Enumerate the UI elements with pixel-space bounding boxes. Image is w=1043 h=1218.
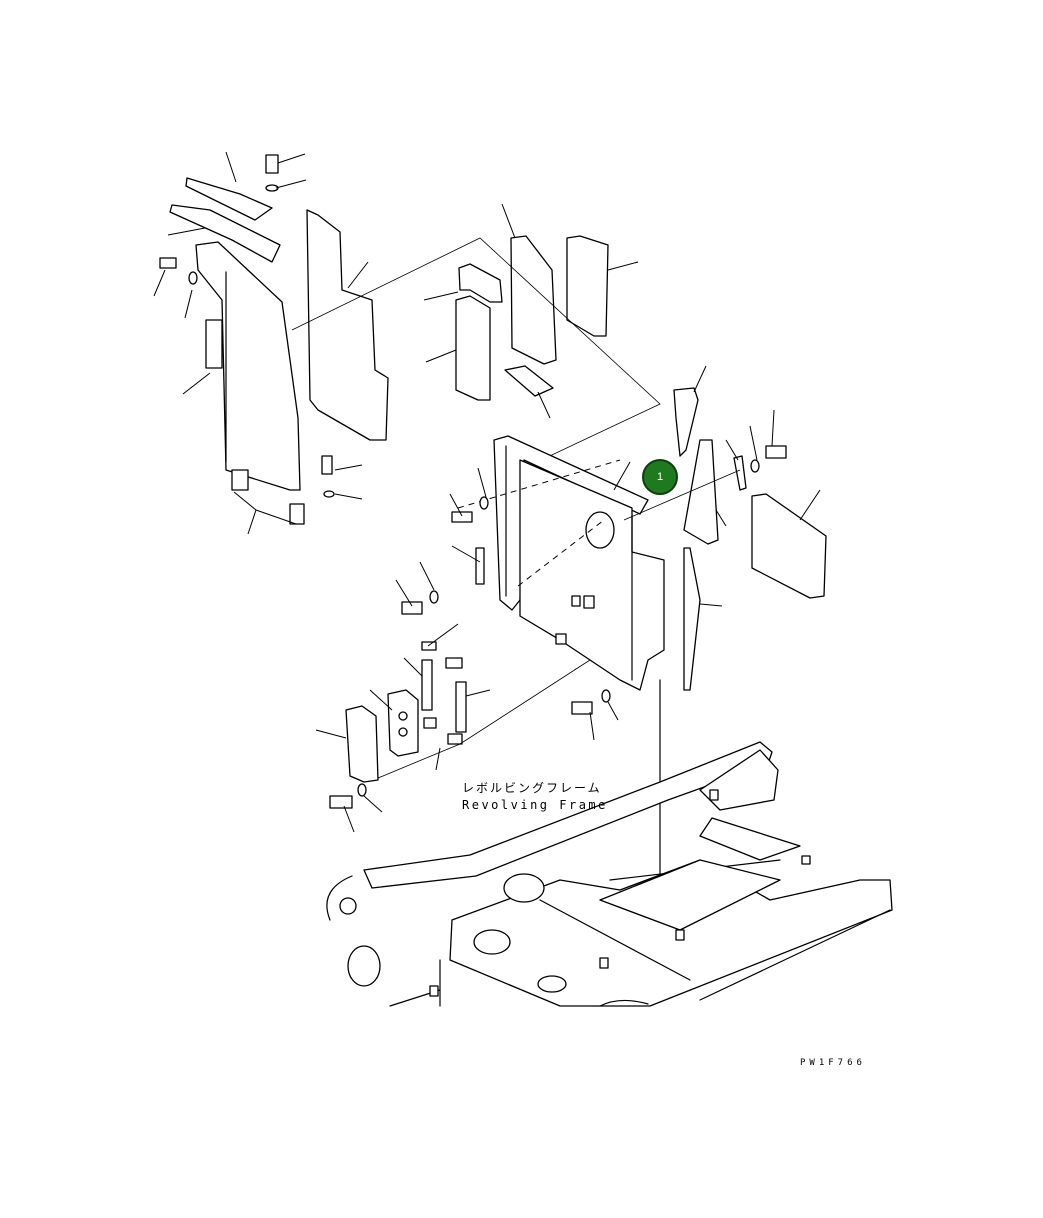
frame-label-english: Revolving Frame [462, 798, 608, 812]
lower-left-parts [315, 623, 619, 833]
frame-label-japanese: レボルビングフレーム [462, 781, 602, 795]
upper-left-cover-assembly [153, 151, 389, 535]
part-callout-1[interactable]: 1 [642, 459, 678, 495]
upper-center-pads [291, 203, 661, 471]
callout-number: 1 [656, 471, 664, 483]
revolving-frame [326, 679, 893, 1007]
central-frame [395, 435, 665, 691]
drawing-code: PW1F766 [800, 1058, 866, 1068]
right-side-panels [623, 365, 827, 691]
